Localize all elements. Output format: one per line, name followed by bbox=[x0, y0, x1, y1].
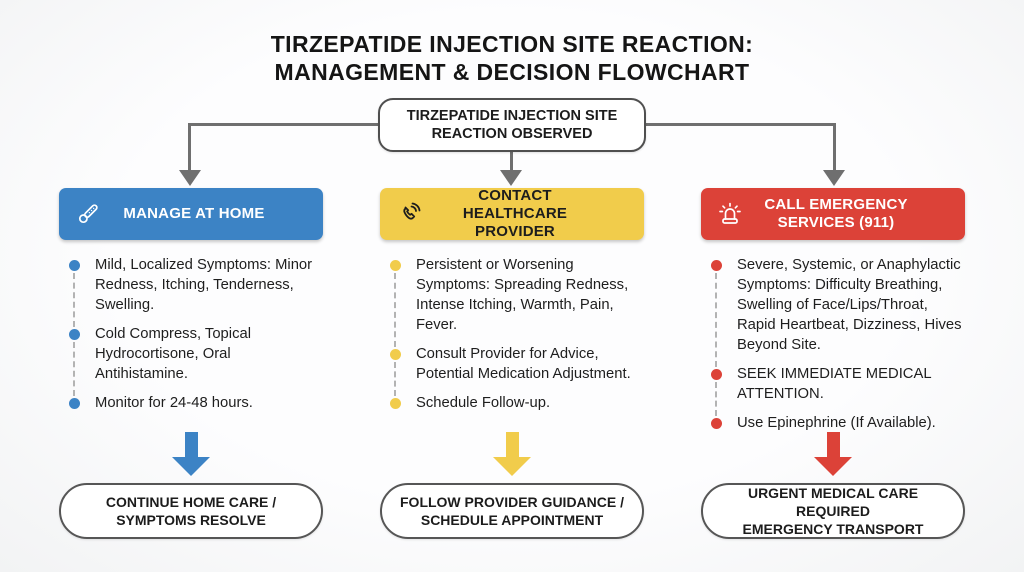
bullet-text: SEEK IMMEDIATE MEDICAL ATTENTION. bbox=[737, 366, 932, 402]
contact-provider-header: CONTACT HEALTHCARE PROVIDER bbox=[380, 187, 644, 240]
bullet-dot bbox=[711, 369, 722, 380]
manage-at-home-bullets: Mild, Localized Symptoms: Minor Redness,… bbox=[59, 255, 323, 413]
siren-icon bbox=[715, 199, 745, 229]
down-arrow-blue bbox=[172, 432, 210, 476]
outcome-provider-guidance: FOLLOW PROVIDER GUIDANCE / SCHEDULE APPO… bbox=[380, 483, 644, 539]
bullet-item: SEEK IMMEDIATE MEDICAL ATTENTION. bbox=[701, 364, 965, 416]
bullet-item: Severe, Systemic, or Anaphylactic Sympto… bbox=[701, 255, 965, 367]
bullet-dot bbox=[390, 349, 401, 360]
outcome-line1: CONTINUE HOME CARE / bbox=[105, 494, 277, 510]
column-manage-at-home: MANAGE AT HOME Mild, Localized Symptoms:… bbox=[59, 188, 323, 572]
down-arrow-yellow bbox=[493, 432, 531, 476]
bullet-dot bbox=[69, 329, 80, 340]
bullet-text: Persistent or Worsening Symptoms: Spread… bbox=[416, 257, 629, 333]
manage-at-home-header-label: MANAGE AT HOME bbox=[123, 205, 265, 222]
bullet-dot bbox=[711, 260, 722, 271]
bullet-item: Monitor for 24-48 hours. bbox=[59, 393, 323, 413]
down-arrow-red bbox=[814, 432, 852, 476]
bullet-text: Use Epinephrine (If Available). bbox=[737, 415, 936, 431]
bullet-dot bbox=[69, 260, 80, 271]
bullet-dot bbox=[711, 418, 722, 429]
bullet-item: Mild, Localized Symptoms: Minor Redness,… bbox=[59, 255, 323, 327]
bullet-text: Severe, Systemic, or Anaphylactic Sympto… bbox=[737, 257, 962, 353]
bullet-text: Cold Compress, Topical Hydrocortisone, O… bbox=[95, 326, 251, 382]
connector-elbow-left bbox=[188, 123, 378, 172]
bullet-item: Persistent or Worsening Symptoms: Spread… bbox=[380, 255, 644, 347]
bullet-item: Use Epinephrine (If Available). bbox=[701, 413, 965, 433]
page-title-line1: TIRZEPATIDE INJECTION SITE REACTION: bbox=[270, 31, 754, 57]
bullet-dot bbox=[390, 398, 401, 409]
contact-provider-header-label: CONTACT HEALTHCARE PROVIDER bbox=[462, 187, 568, 240]
outcome-home-care: CONTINUE HOME CARE / SYMPTOMS RESOLVE bbox=[59, 483, 323, 539]
outcome-line2: SYMPTOMS RESOLVE bbox=[116, 512, 266, 528]
bullet-dot bbox=[69, 398, 80, 409]
thermometer-icon bbox=[73, 199, 103, 229]
phone-icon bbox=[394, 199, 424, 229]
bullet-text: Consult Provider for Advice, Potential M… bbox=[416, 346, 631, 382]
bullet-text: Schedule Follow-up. bbox=[416, 395, 551, 411]
column-contact-provider: CONTACT HEALTHCARE PROVIDER Persistent o… bbox=[380, 187, 644, 572]
outcome-urgent-care: URGENT MEDICAL CARE REQUIRED EMERGENCY T… bbox=[701, 483, 965, 539]
outcome-line1: URGENT MEDICAL CARE REQUIRED bbox=[747, 485, 919, 519]
emergency-services-bullets: Severe, Systemic, or Anaphylactic Sympto… bbox=[701, 255, 965, 433]
bullet-item: Schedule Follow-up. bbox=[380, 393, 644, 413]
root-node: TIRZEPATIDE INJECTION SITE REACTION OBSE… bbox=[378, 98, 646, 152]
outcome-line2: SCHEDULE APPOINTMENT bbox=[420, 512, 604, 528]
manage-at-home-header: MANAGE AT HOME bbox=[59, 188, 323, 240]
column-emergency-services: CALL EMERGENCY SERVICES (911) Severe, Sy… bbox=[701, 188, 965, 572]
connector-arrowhead-right bbox=[823, 170, 845, 186]
connector-arrowhead-center bbox=[500, 170, 522, 186]
bullet-item: Cold Compress, Topical Hydrocortisone, O… bbox=[59, 324, 323, 396]
page-title-line2: MANAGEMENT & DECISION FLOWCHART bbox=[274, 59, 750, 85]
emergency-services-header: CALL EMERGENCY SERVICES (911) bbox=[701, 188, 965, 240]
bullet-text: Monitor for 24-48 hours. bbox=[95, 395, 253, 411]
emergency-services-header-label: CALL EMERGENCY SERVICES (911) bbox=[764, 196, 908, 231]
outcome-line2: EMERGENCY TRANSPORT bbox=[742, 521, 924, 537]
connector-elbow-right bbox=[646, 123, 836, 172]
connector-stub-center bbox=[510, 152, 513, 172]
root-node-label: TIRZEPATIDE INJECTION SITE REACTION OBSE… bbox=[406, 108, 618, 142]
bullet-dot bbox=[390, 260, 401, 271]
page-title: TIRZEPATIDE INJECTION SITE REACTION: MAN… bbox=[0, 30, 1024, 86]
contact-provider-bullets: Persistent or Worsening Symptoms: Spread… bbox=[380, 255, 644, 413]
bullet-item: Consult Provider for Advice, Potential M… bbox=[380, 344, 644, 396]
bullet-text: Mild, Localized Symptoms: Minor Redness,… bbox=[95, 257, 313, 313]
connector-arrowhead-left bbox=[179, 170, 201, 186]
outcome-line1: FOLLOW PROVIDER GUIDANCE / bbox=[400, 494, 624, 510]
